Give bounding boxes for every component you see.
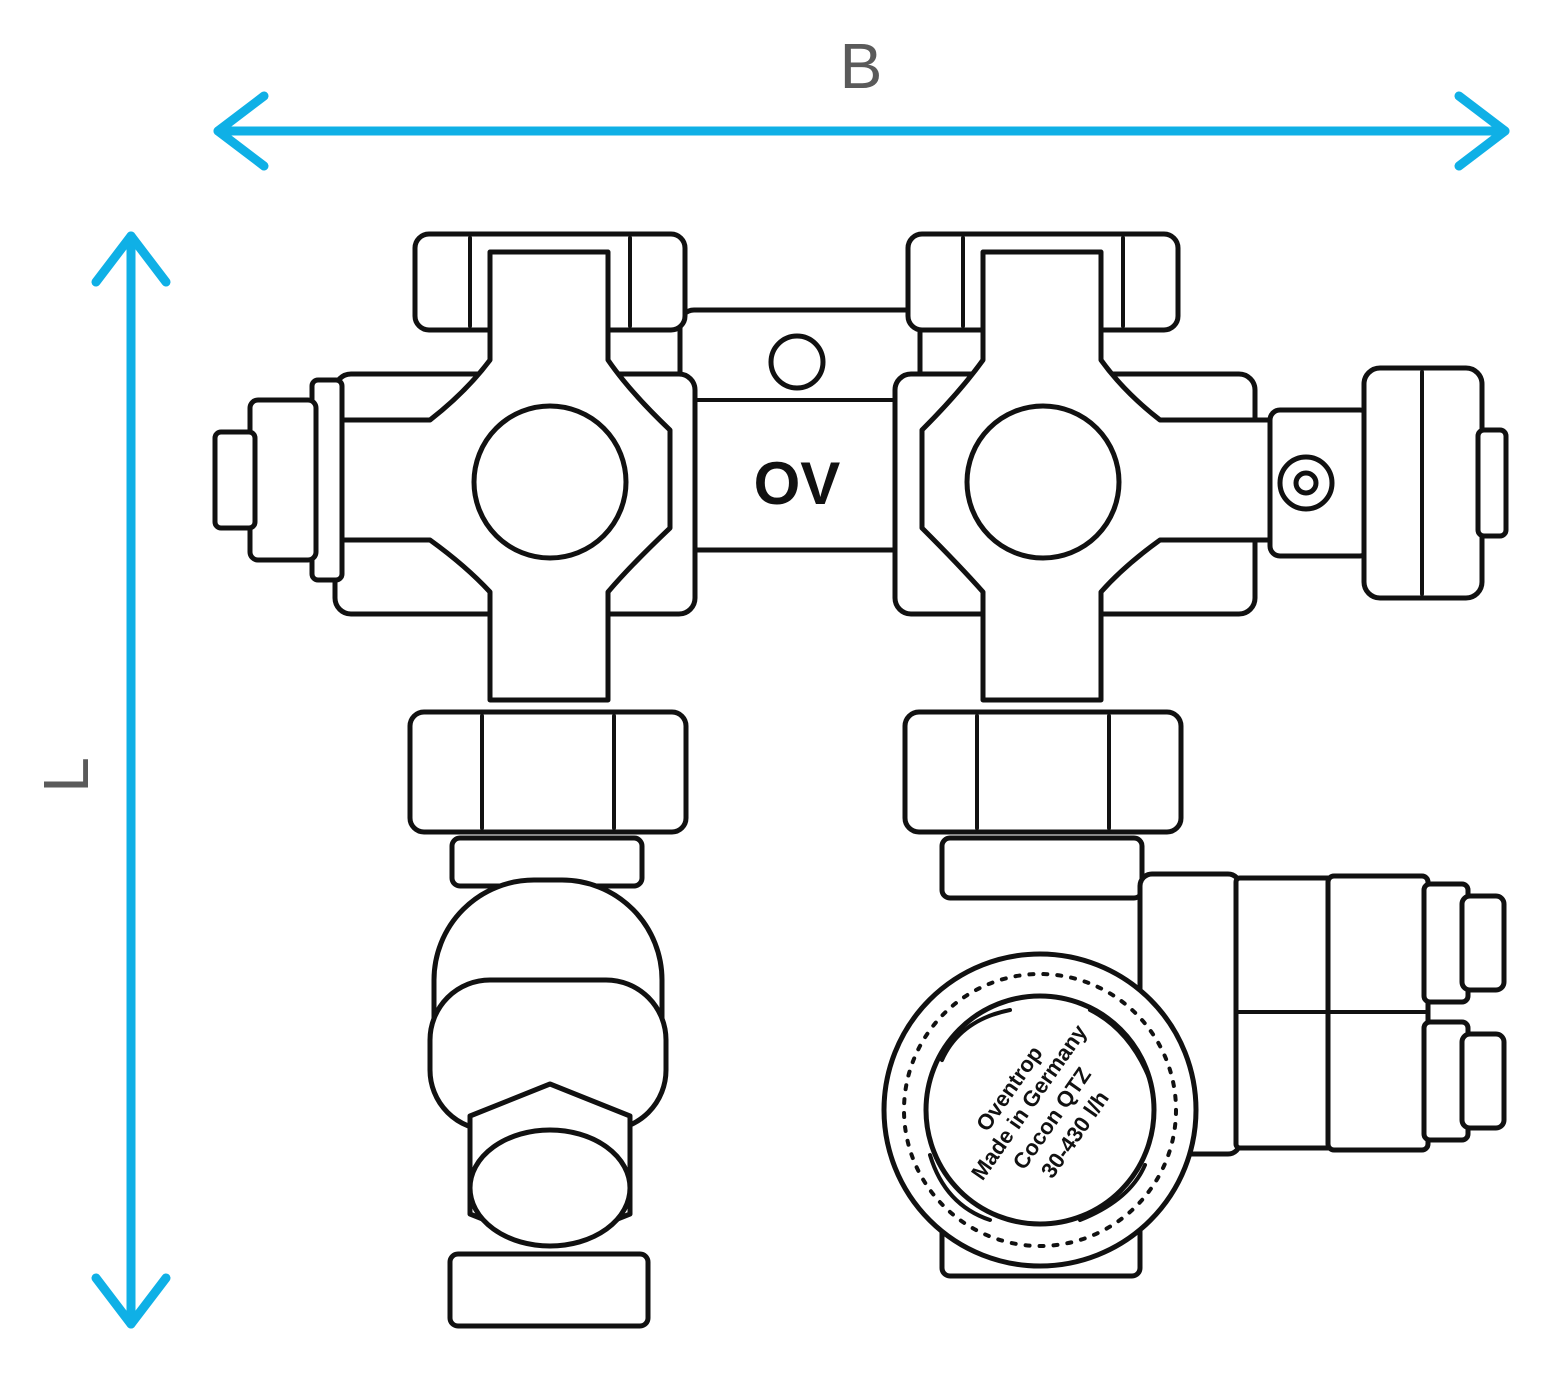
dimension-b-left-arrowhead [213, 91, 269, 171]
right-valve: Oventrop Made in Germany Cocon QTZ 30-43… [881, 231, 1509, 1279]
cap-arc-2 [1088, 1008, 1152, 1082]
left-valve [212, 231, 698, 1329]
right-union-nut [902, 709, 1184, 835]
bridge-plug [768, 333, 826, 391]
dimension-l-label: L [30, 757, 102, 793]
right-neck [939, 835, 1145, 901]
dimension-b: B [213, 30, 1510, 171]
thermostat-scale [902, 972, 1178, 1248]
right-port [964, 403, 1122, 561]
left-cap-face [467, 1127, 633, 1249]
thermostat-cap [923, 993, 1157, 1227]
cap-arc-4 [1078, 1163, 1147, 1222]
vent-cap-tip [1475, 427, 1509, 539]
vent-screw-center [1293, 470, 1319, 496]
left-port [471, 403, 629, 561]
dimension-l-bottom-arrowhead [91, 1273, 171, 1329]
dimension-l: L [30, 231, 171, 1329]
lower-pipe-stub [1459, 1031, 1507, 1131]
upper-pipe-stub [1459, 893, 1507, 993]
left-union-nut [407, 709, 689, 835]
dimension-l-top-arrowhead [91, 231, 171, 287]
dimension-b-label: B [840, 30, 883, 102]
cap-arc-1 [940, 1008, 1012, 1062]
body-marking: OV [754, 450, 841, 517]
left-inlet-cap [212, 429, 258, 531]
cap-arc-3 [928, 1153, 992, 1222]
left-inlet-nut [247, 397, 319, 563]
dimension-b-right-arrowhead [1454, 91, 1510, 171]
left-outlet [447, 1251, 651, 1329]
valve-body: OV [212, 231, 1509, 1329]
